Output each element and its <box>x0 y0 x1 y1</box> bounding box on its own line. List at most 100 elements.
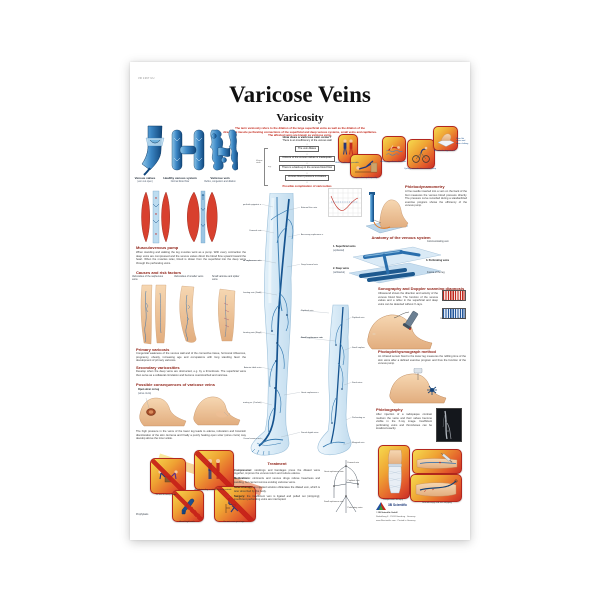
sonography-heading: Sonography and Doppler scanning diagnosi… <box>378 286 465 291</box>
flowchart-title: How does a varicose vein occur? <box>282 135 332 139</box>
swollen-foot <box>193 396 241 426</box>
vein-label: Dorsal digital veins <box>301 431 318 434</box>
vein-type-label: Varicose vein <box>210 176 230 180</box>
treatment-item: Sclerotherapy: an injected solution obli… <box>234 486 320 493</box>
feet-up-box <box>350 154 382 178</box>
vein-label: Small saphen. vein <box>352 347 365 349</box>
vein-label: External iliac vein <box>301 206 318 209</box>
eg-label: e.g. <box>268 166 272 168</box>
treatment-text: stockings and bandages press the dilated… <box>234 468 320 476</box>
varicose-legs-illustration <box>140 284 236 345</box>
prevention-caption: Do not cross your legs <box>223 521 245 523</box>
scheme-label: Femoral vein <box>348 462 360 464</box>
venous-system-layers-diagram <box>348 246 442 284</box>
flowchart-step: Venous blood pressure increases <box>284 174 330 181</box>
down-arrow-icon: ↓ <box>306 170 308 175</box>
phlebodynamometry-heading: Phlebodynamometry <box>405 184 445 189</box>
secondary-varicosities-text: Develop when the deep veins are obstruct… <box>136 370 246 377</box>
no-long-standing-box <box>194 450 234 490</box>
copyright-line: © 3B Scientific GmbH <box>376 512 398 514</box>
anatomy-sublabel: (epifascial) <box>333 250 345 252</box>
vein-label: Popliteal vein <box>301 309 314 312</box>
varicose-flowchart: How does a varicose vein occur? There is… <box>268 135 346 188</box>
photoplethysmography-heading: Photoplethysmograph method <box>378 349 436 354</box>
healthy-venous-system-figure <box>171 129 205 171</box>
intro-line: directional muscle perforating connectio… <box>223 129 377 134</box>
treatment-term: Sclerotherapy: <box>234 486 253 490</box>
pressure-curve-graph <box>328 188 362 217</box>
scheme-label: Perforating veins <box>348 506 363 509</box>
perforator-dots <box>271 307 288 389</box>
cycling-box <box>407 139 435 169</box>
vein-types-illustration <box>141 125 238 176</box>
anatomy-label: Communicating vein <box>427 240 449 243</box>
vein-label: Superficial epigastric v. <box>243 203 262 206</box>
ulcer-feet-illustration <box>139 396 241 427</box>
compression-stocking-icon <box>388 449 402 494</box>
primary-varicosis-heading: Primary varicosis <box>136 347 170 352</box>
pump-heading: Musculovenous pump <box>136 245 179 250</box>
photoplethysmography-text: An infrared sensor fixed to the lower le… <box>378 355 466 366</box>
vein-label: Perforating vein (Dodd) <box>243 291 262 294</box>
flowchart-step: The vein dilates <box>294 146 320 153</box>
scheme-labels: Femoral vein Great saphenous vein Poplit… <box>324 462 363 509</box>
sonography-text: Ultrasound shows the direction and veloc… <box>378 292 438 306</box>
back-lower-leg <box>317 304 352 456</box>
activity-caption: Walk as often as possible <box>335 162 359 164</box>
vein-label: Deep femoral vein <box>301 263 319 266</box>
flowchart-step: Closure of the venous valves is inadequa… <box>279 155 335 162</box>
flowchart-step: There is a back-up in the venous blood f… <box>278 165 336 172</box>
poster-subtitle: Varicosity <box>276 112 324 124</box>
activity-caption: Swimming relieves the veins <box>379 161 407 163</box>
vein-label: Perforating vv. (Cockett) <box>243 401 262 404</box>
varicose-veins-poster: VR 1367 UU Varicose Veins Varicosity The… <box>130 62 470 540</box>
down-arrow-icon: ↓ <box>306 161 308 166</box>
address-line: Rudorffweg 8 · 21031 Hamburg · Germany <box>376 516 416 518</box>
vein-label: Anterior tibial veins <box>244 366 262 369</box>
consequences-text: The high pressure in the veins of the lo… <box>136 430 246 441</box>
flowchart-step: There is an insufficiency of the venous … <box>282 138 332 142</box>
causes-heading: Causes and risk factors <box>136 270 182 275</box>
vein-label: Dorsal venous arch <box>244 437 263 440</box>
front-leg <box>250 193 294 456</box>
xray-vein-streaks <box>442 410 452 440</box>
vein-type-label: Healthy venous system <box>163 176 197 180</box>
treatment-text: the insufficient vein is ligated and pul… <box>234 494 320 502</box>
sclerotherapy-box <box>412 449 462 474</box>
vein-system-scheme: Femoral vein Great saphenous vein Poplit… <box>324 460 363 513</box>
swimming-box <box>382 136 406 162</box>
vein-label: Popliteal vein <box>352 316 365 319</box>
treatment-text: ointments and venous drugs relieve heavi… <box>234 477 320 484</box>
high-heel-shoe-icon <box>181 498 195 515</box>
saphenous-varicosity-legs <box>140 284 167 345</box>
down-arrow-icon: ↓ <box>306 151 308 156</box>
foot-pressure-measurement-illustration <box>365 192 409 234</box>
prevention-caption: Avoid standing or sitting for long perio… <box>194 489 232 491</box>
activity-caption: Put your feet up frequently <box>352 177 378 179</box>
xray-image <box>436 408 462 442</box>
corona-phlebectatica <box>427 385 437 395</box>
spider-veins-leg <box>218 288 236 342</box>
activity-note: Wear flat shoes and loose clothing <box>456 138 469 145</box>
scheme-label: Popliteal vein <box>348 479 360 482</box>
intro-line: The affected veins are known as varicose… <box>268 133 332 138</box>
no-heavy-lifting-box <box>150 458 186 494</box>
poster-title: Varicose Veins <box>229 82 371 107</box>
primary-varicosis-text: Congenital weakness of the venous wall a… <box>136 352 246 363</box>
phlebography-heading: Phlebography <box>376 407 403 412</box>
scheme-label: Small saphenous vein <box>324 501 344 503</box>
intro-text: The term varicosity refers to the dilati… <box>170 126 430 138</box>
causes-leg-label: Small varicose and spider veins <box>212 275 240 281</box>
treatment-text: an injected solution obliterates the dil… <box>234 486 320 493</box>
treatment-term: Surgery: <box>234 494 246 498</box>
anatomy-label: 2. Deep veins <box>333 267 349 270</box>
vein-type-sublabel: Reflux, congestion and dilation <box>204 181 236 183</box>
muscle-contracted-panel <box>187 190 218 244</box>
pump-text: When standing and walking the leg muscle… <box>136 251 246 265</box>
3b-scientific-logo <box>376 502 386 510</box>
light-sensor-foot-illustration <box>389 368 447 404</box>
anatomy-heading: Anatomy of the venous system <box>371 235 431 240</box>
vein-stripping-icon <box>415 479 458 497</box>
feedback-loop-bracket <box>264 148 268 186</box>
